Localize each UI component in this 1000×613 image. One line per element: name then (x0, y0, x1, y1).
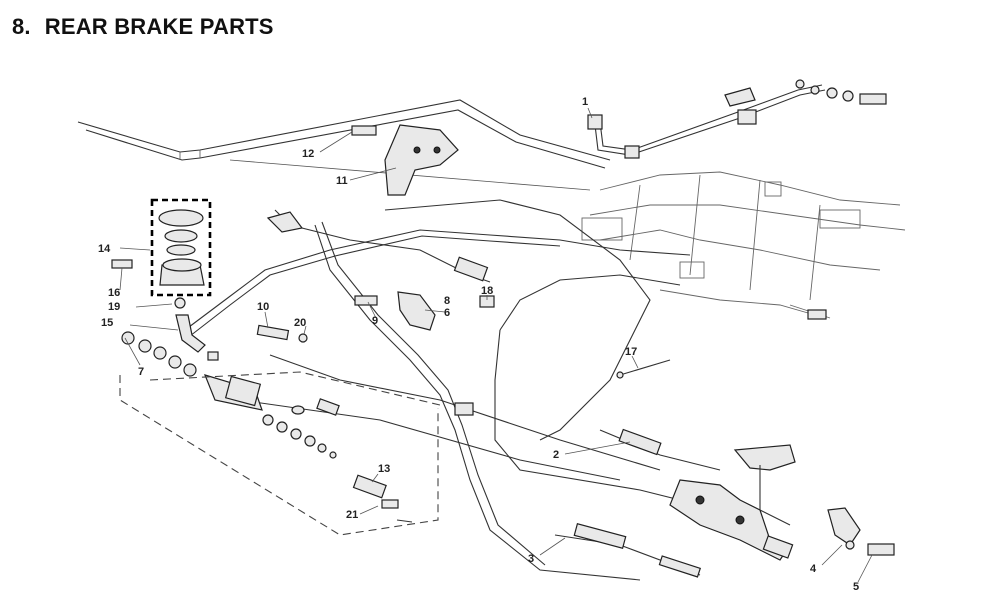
callout-10: 10 (257, 301, 269, 313)
callout-17: 17 (625, 346, 637, 358)
callout-6: 6 (444, 307, 450, 319)
callout-8: 8 (444, 295, 450, 307)
section-title: REAR BRAKE PARTS (44, 14, 274, 39)
callout-4: 4 (810, 563, 817, 575)
section-number: 8. (12, 14, 31, 39)
callout-15: 15 (101, 317, 113, 329)
part-4-5-clamp (827, 507, 895, 556)
callout-5: 5 (853, 581, 859, 593)
page-title: 8. REAR BRAKE PARTS (12, 14, 274, 40)
callout-16: 16 (108, 287, 120, 299)
part-10-20-bolt (256, 324, 308, 343)
part-7-master-cylinder (119, 331, 441, 536)
leader-lines (119, 107, 873, 583)
callout-20: 20 (294, 317, 306, 329)
callout-21: 21 (346, 509, 358, 521)
part-14-reservoir (150, 198, 212, 297)
part-2-3-cables (554, 428, 721, 578)
callout-12: 12 (302, 148, 314, 160)
callout-14: 14 (98, 243, 111, 255)
part-15-16-19-hose (111, 259, 206, 353)
callout-9: 9 (372, 315, 378, 327)
part-13-21-pin (352, 474, 413, 523)
callout-3: 3 (528, 553, 534, 565)
callout-13: 13 (378, 463, 390, 475)
callout-18: 18 (481, 285, 493, 297)
vehicle-frame (581, 171, 906, 320)
callout-11: 11 (336, 175, 348, 187)
brake-lines (184, 199, 721, 581)
brake-pedal-assembly (669, 444, 796, 561)
part-17-bolt (616, 359, 671, 379)
part-11-12-bracket (351, 124, 459, 196)
part-1-brake-hose (587, 79, 887, 159)
callout-19: 19 (108, 301, 120, 313)
callout-1: 1 (582, 96, 588, 108)
callout-7: 7 (138, 366, 144, 378)
callout-2: 2 (553, 449, 559, 461)
